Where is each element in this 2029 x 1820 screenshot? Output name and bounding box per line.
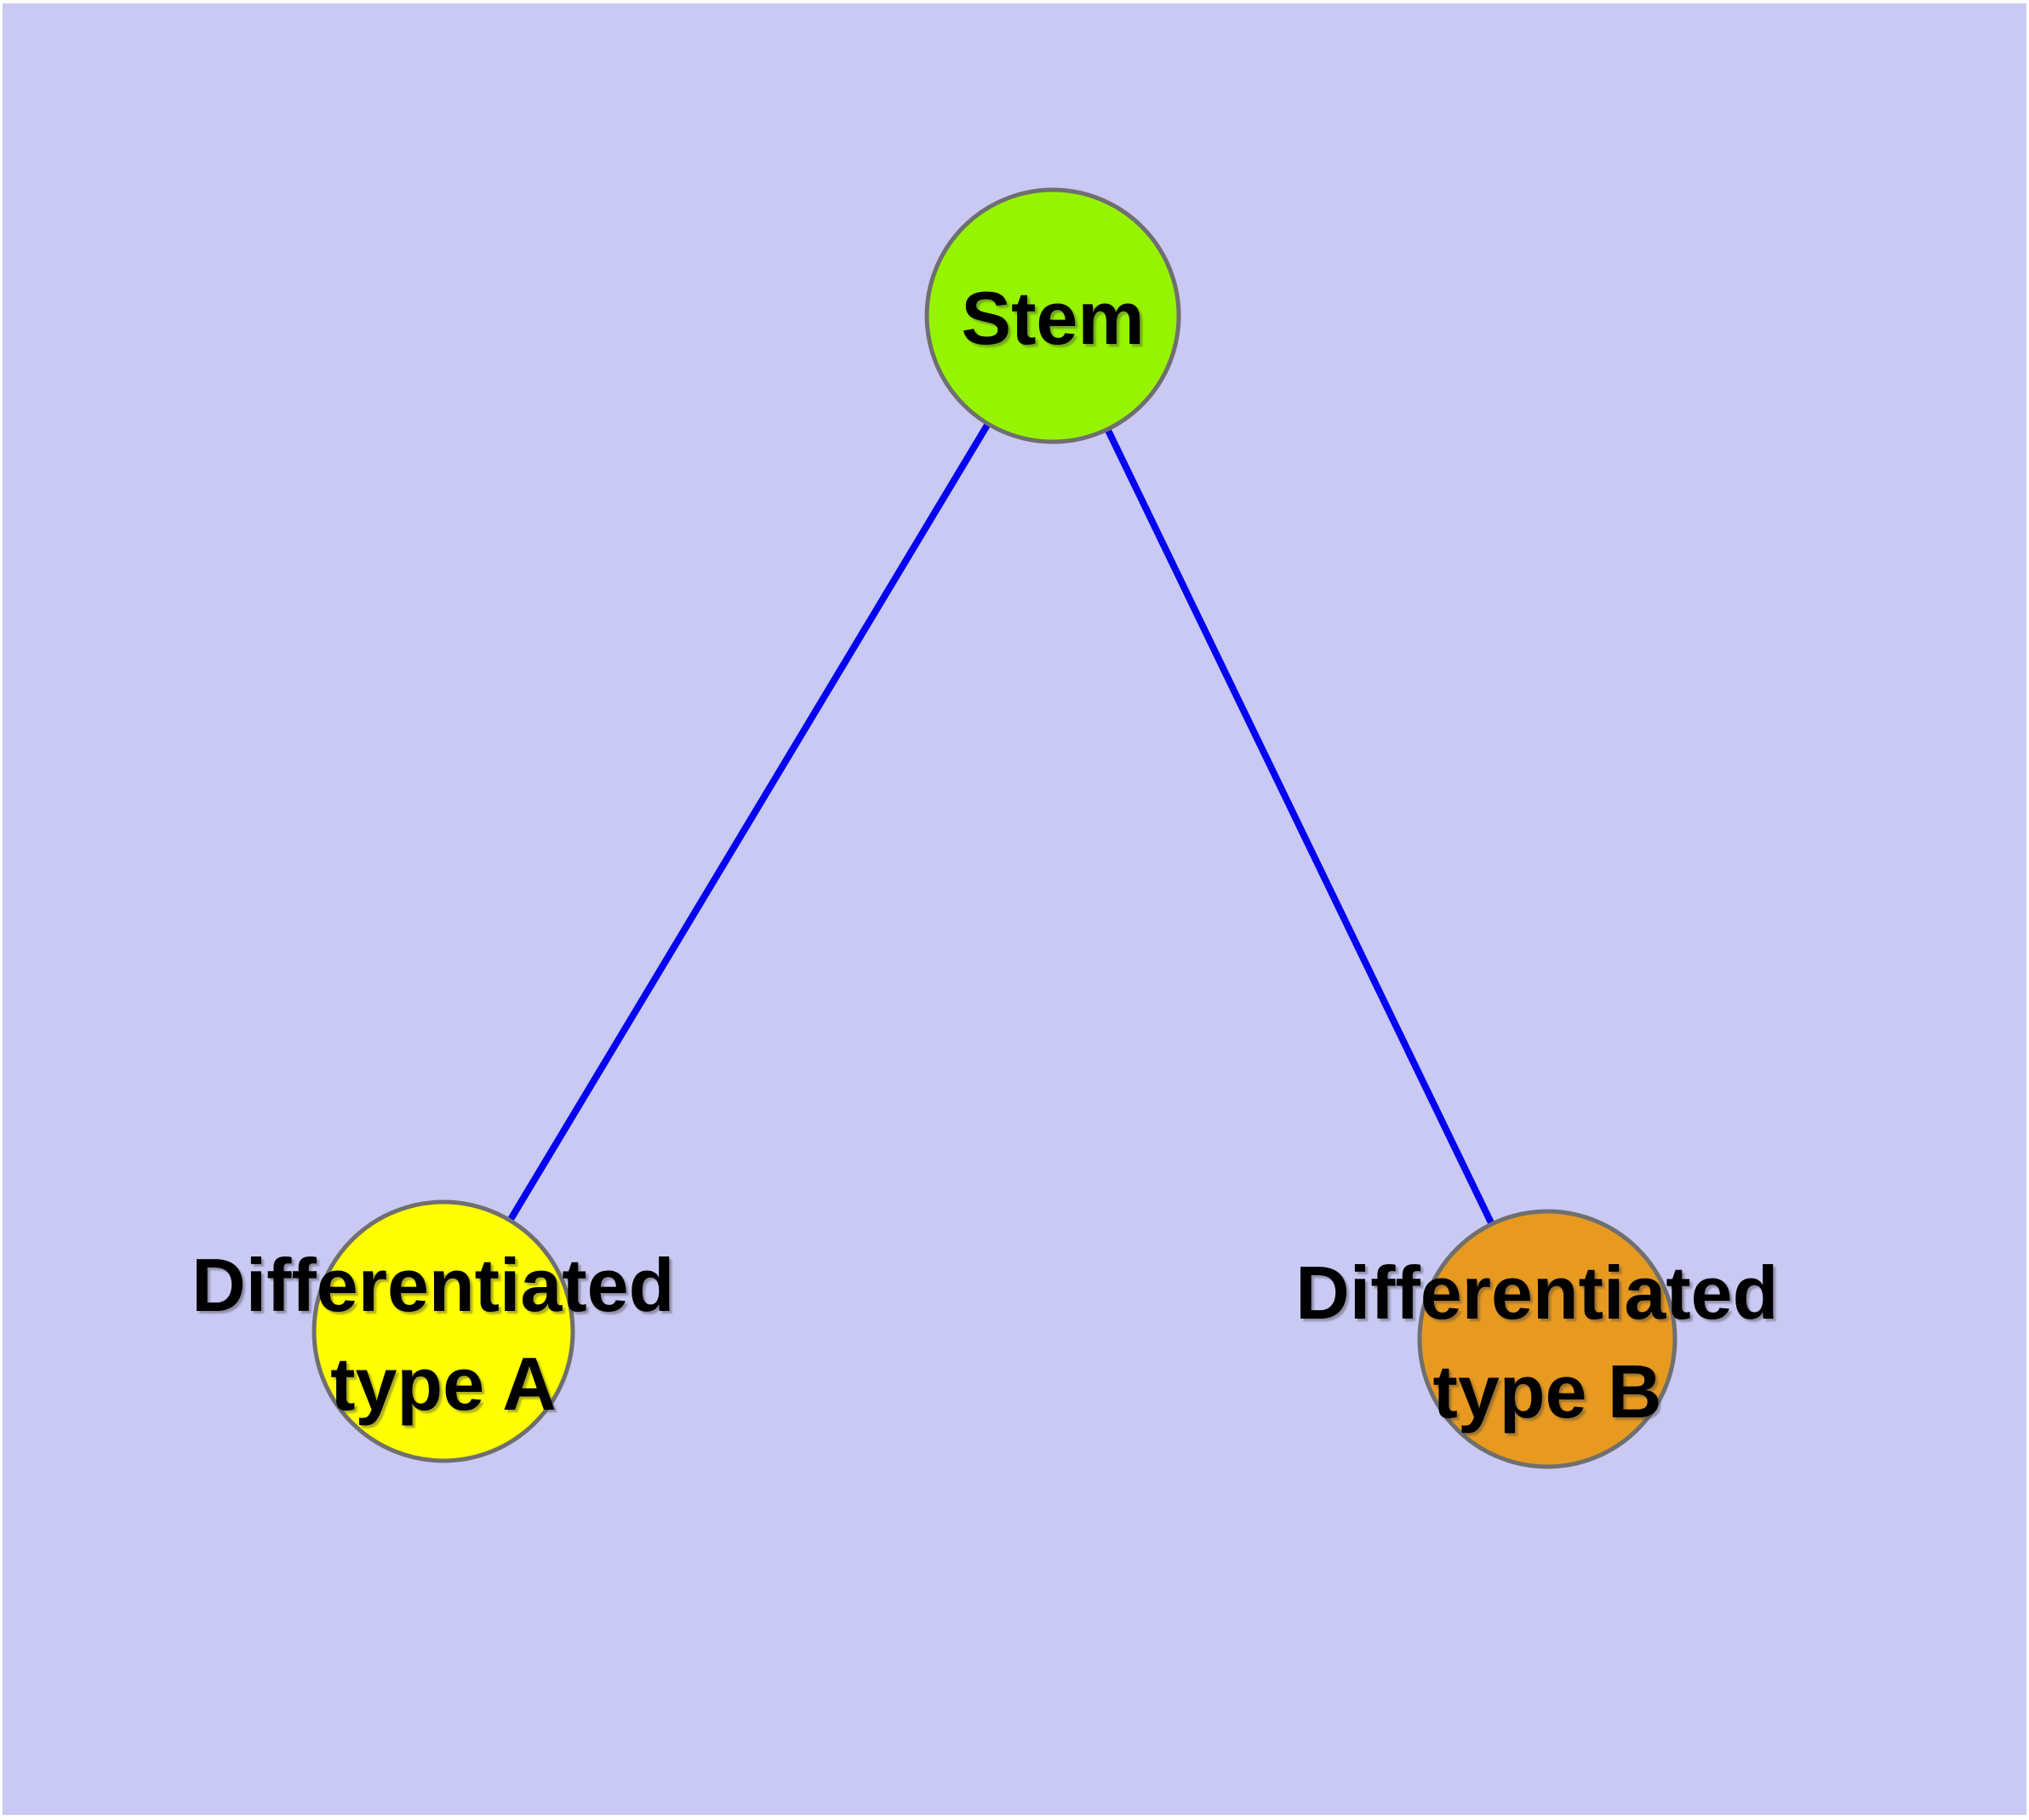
node-type-b-label-line1: Differentiated — [1295, 1251, 1778, 1335]
node-type-a-label-line1: Differentiated — [191, 1243, 674, 1327]
node-type-b-circle — [1417, 1209, 1677, 1469]
node-layer — [311, 187, 1677, 1469]
node-type-a-circle — [311, 1199, 575, 1463]
label-layer: Stem Differentiated type A Differentiate… — [191, 276, 1799, 1434]
edge-stem-to-type-b — [1049, 314, 1551, 1341]
node-type-a-label-line2: type A — [330, 1342, 557, 1426]
edge-layer — [440, 313, 1551, 1341]
node-stem-label: Stem — [961, 276, 1144, 360]
node-type-a-label: Differentiated type A — [191, 1243, 695, 1426]
edge-stem-to-type-a — [440, 313, 1056, 1334]
node-type-b-label: Differentiated type B — [1295, 1251, 1799, 1434]
node-type-b-label-line2: type B — [1433, 1349, 1662, 1434]
node-stem-circle — [924, 187, 1181, 444]
